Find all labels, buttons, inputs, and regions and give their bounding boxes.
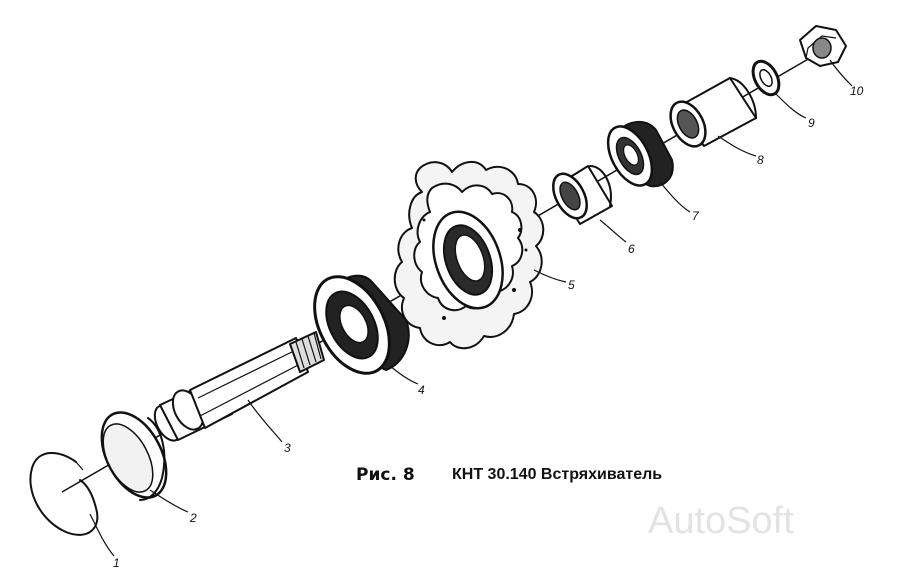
figure-number: Рис. 8	[356, 465, 415, 485]
hex-nut-icon	[799, 25, 847, 67]
part-number-label: 4	[418, 383, 425, 397]
part-number-label: 6	[628, 242, 635, 256]
bearing-icon	[313, 274, 410, 375]
part-number-label: 3	[284, 441, 291, 455]
spacer-sleeve-icon	[669, 77, 757, 148]
bushing-icon	[552, 165, 613, 225]
washer-icon	[751, 59, 781, 97]
part-number-label: 10	[850, 84, 864, 98]
part-number-label: 7	[692, 209, 700, 223]
part-number-label: 9	[808, 116, 815, 130]
watermark-text: AutoSoft	[648, 500, 794, 542]
part-number-label: 2	[189, 511, 197, 525]
leader-lines	[89, 59, 853, 557]
shaft-icon	[153, 331, 325, 442]
part-number-label: 1	[113, 556, 120, 570]
figure-title: КНТ 30.140 Встряхиватель	[452, 466, 662, 483]
part-number-label: 5	[568, 278, 575, 292]
cover-cap-icon	[100, 411, 168, 501]
retaining-ring-icon	[29, 452, 99, 536]
bearing-icon	[606, 121, 674, 188]
sprocket-icon	[393, 161, 545, 350]
part-number-label: 8	[757, 153, 764, 167]
